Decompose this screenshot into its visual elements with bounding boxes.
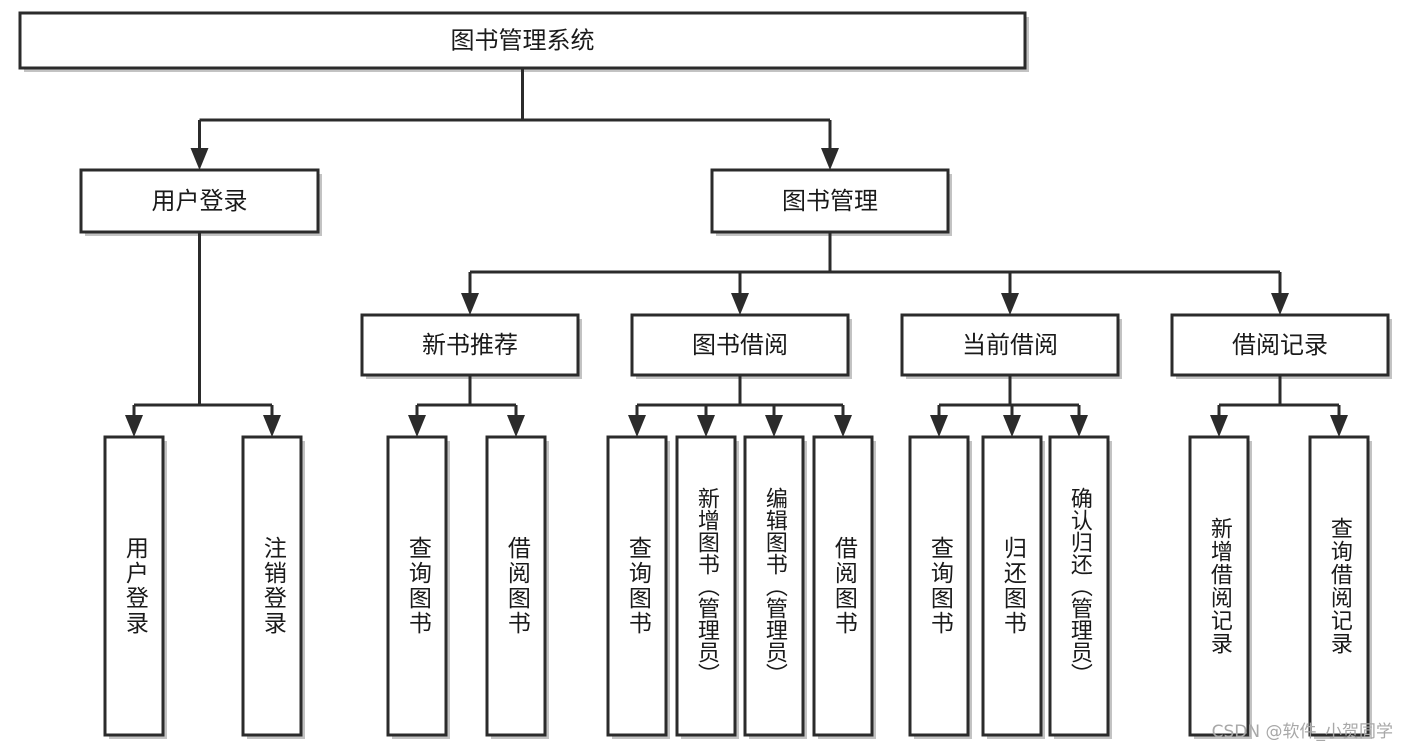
arrow-head-icon-leaf-借阅记录-1 [1330,415,1348,437]
node-label-level3-0: 新书推荐 [422,331,518,359]
node-leaf-0[interactable] [103,435,165,737]
node-leaf-9[interactable] [981,435,1043,737]
node-root-system[interactable] [18,11,1027,70]
arrow-head-icon-level2-1 [821,148,839,170]
node-label-level3-1: 图书借阅 [692,331,788,359]
node-level2-0[interactable] [79,168,320,234]
node-label-root-system: 图书管理系统 [451,27,595,55]
node-level3-3[interactable] [1170,313,1390,377]
arrow-head-icon-leaf-当前借阅-2 [1070,415,1088,437]
node-label-level2-0: 用户登录 [152,187,248,215]
node-leaf-3[interactable] [485,435,547,737]
arrow-head-icon-leaf-用户登录-0 [125,415,143,437]
arrow-head-icon-level3-3 [1271,293,1289,315]
node-leaf-1[interactable] [241,435,303,737]
arrow-head-icon-level3-0 [461,293,479,315]
node-label-level3-2: 当前借阅 [962,331,1058,359]
arrow-head-icon-level3-1 [731,293,749,315]
arrow-head-icon-leaf-当前借阅-1 [1003,415,1021,437]
connector-layer [125,68,1348,437]
node-label-level3-3: 借阅记录 [1232,331,1328,359]
arrow-head-icon-leaf-图书借阅-1 [697,415,715,437]
node-leaf-8[interactable] [908,435,970,737]
node-leaf-12[interactable] [1308,435,1370,737]
arrow-head-icon-leaf-新书推荐-0 [408,415,426,437]
arrow-head-icon-leaf-新书推荐-1 [507,415,525,437]
node-leaf-7[interactable] [812,435,874,737]
watermark-text: CSDN @软件_小贺同学 [1211,722,1393,742]
node-leaf-6[interactable] [743,435,805,737]
arrow-head-icon-level2-0 [190,148,209,170]
node-leaf-11[interactable] [1188,435,1250,737]
arrow-head-icon-leaf-用户登录-1 [263,415,281,437]
arrow-head-icon-leaf-当前借阅-0 [930,415,948,437]
node-level2-1[interactable] [710,168,950,234]
node-leaf-10[interactable] [1048,435,1110,737]
node-box-layer [18,11,1390,737]
node-leaf-2[interactable] [386,435,448,737]
node-label-level2-1: 图书管理 [782,187,878,215]
node-leaf-4[interactable] [606,435,668,737]
arrow-head-icon-level3-2 [1001,293,1019,315]
arrow-head-icon-leaf-图书借阅-0 [628,415,646,437]
node-level3-0[interactable] [360,313,580,377]
arrow-head-icon-leaf-图书借阅-3 [834,415,852,437]
node-level3-1[interactable] [630,313,850,377]
node-level3-2[interactable] [900,313,1120,377]
node-leaf-5[interactable] [675,435,737,737]
arrow-head-icon-leaf-借阅记录-0 [1210,415,1228,437]
arrow-head-icon-leaf-图书借阅-2 [765,415,783,437]
